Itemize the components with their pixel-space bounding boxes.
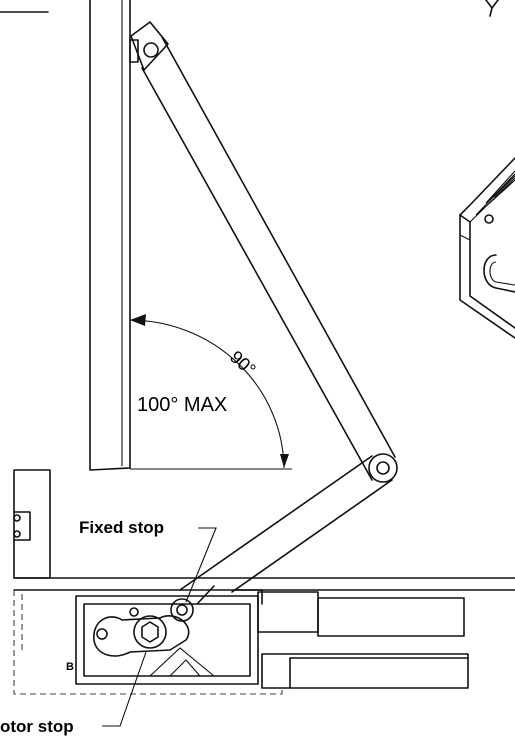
mounting-plates bbox=[257, 591, 469, 689]
upper-arm bbox=[130, 21, 396, 481]
rotor-stop-leader bbox=[102, 651, 147, 727]
rotor-cam bbox=[93, 607, 190, 657]
elbow-joint bbox=[368, 453, 398, 483]
rotor-stop-label: otor stop bbox=[0, 717, 74, 736]
left-bracket bbox=[13, 469, 51, 579]
fixed-stop-label: Fixed stop bbox=[79, 518, 164, 537]
door-panel bbox=[89, 0, 139, 471]
lower-arm bbox=[179, 455, 393, 604]
fixed-stop-leader bbox=[185, 527, 217, 603]
fixed-stop-pin bbox=[170, 598, 194, 622]
cut-glyph bbox=[485, 0, 499, 17]
small-mark-label: B bbox=[66, 661, 74, 673]
cabinet-fragment bbox=[459, 157, 515, 339]
hinge-block bbox=[75, 589, 263, 685]
angle-90-label: 90° bbox=[226, 347, 260, 380]
angle-max-label: 100° MAX bbox=[137, 394, 227, 416]
base-plate bbox=[13, 577, 515, 591]
dashed-outline bbox=[13, 590, 283, 695]
angle-dimension bbox=[129, 314, 292, 470]
